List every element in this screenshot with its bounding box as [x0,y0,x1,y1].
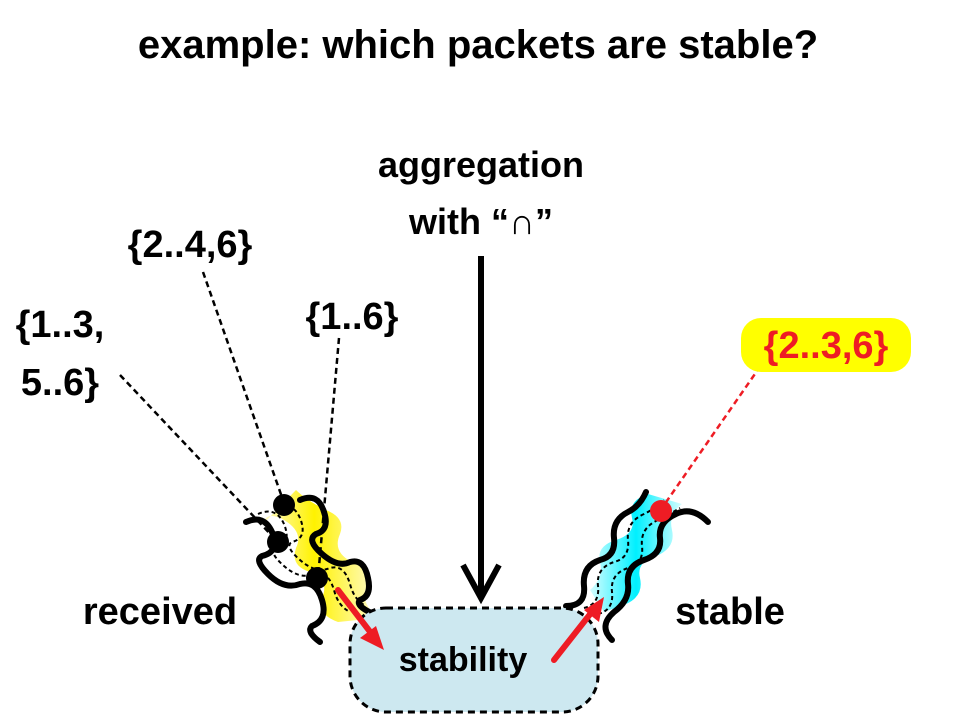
received-label: received [83,591,237,633]
arrow-out-of-stability [551,597,604,663]
received-flow-1 [257,510,351,613]
set-label-c: {1..6} [306,296,399,338]
leader-line-set-c [316,337,341,579]
page-title: example: which packets are stable? [138,23,818,67]
leader-line-stable-set [660,357,768,509]
aggregation-label-line2: with “∩” [408,201,553,242]
packet-dot-stable [650,500,672,522]
stable-outer-edge [602,508,711,643]
stable-set-highlight [741,318,911,372]
stable-label: stable [675,591,785,633]
packet-dot-set-a [267,531,289,553]
stability-label: stability [399,641,528,679]
stable-channel [563,489,711,643]
received-flow-2 [273,504,367,607]
aggregation-arrow [460,256,502,605]
packet-dot-set-c [306,567,328,589]
stable-inner-edge [563,489,649,609]
set-label-a-line1: {1..3, [16,304,105,346]
set-label-b: {2..4,6} [128,224,253,266]
leader-line-set-b [201,271,286,504]
arrow-into-stability [335,587,384,650]
stability-box [348,606,600,714]
packet-dot-set-b [273,494,295,516]
leader-line-set-a [119,374,277,541]
set-label-a-line2: 5..6} [21,362,99,404]
received-inner-edge [297,494,381,619]
stable-set-label: {2..3,6} [764,325,889,367]
aggregation-label-line1: aggregation [378,144,584,185]
